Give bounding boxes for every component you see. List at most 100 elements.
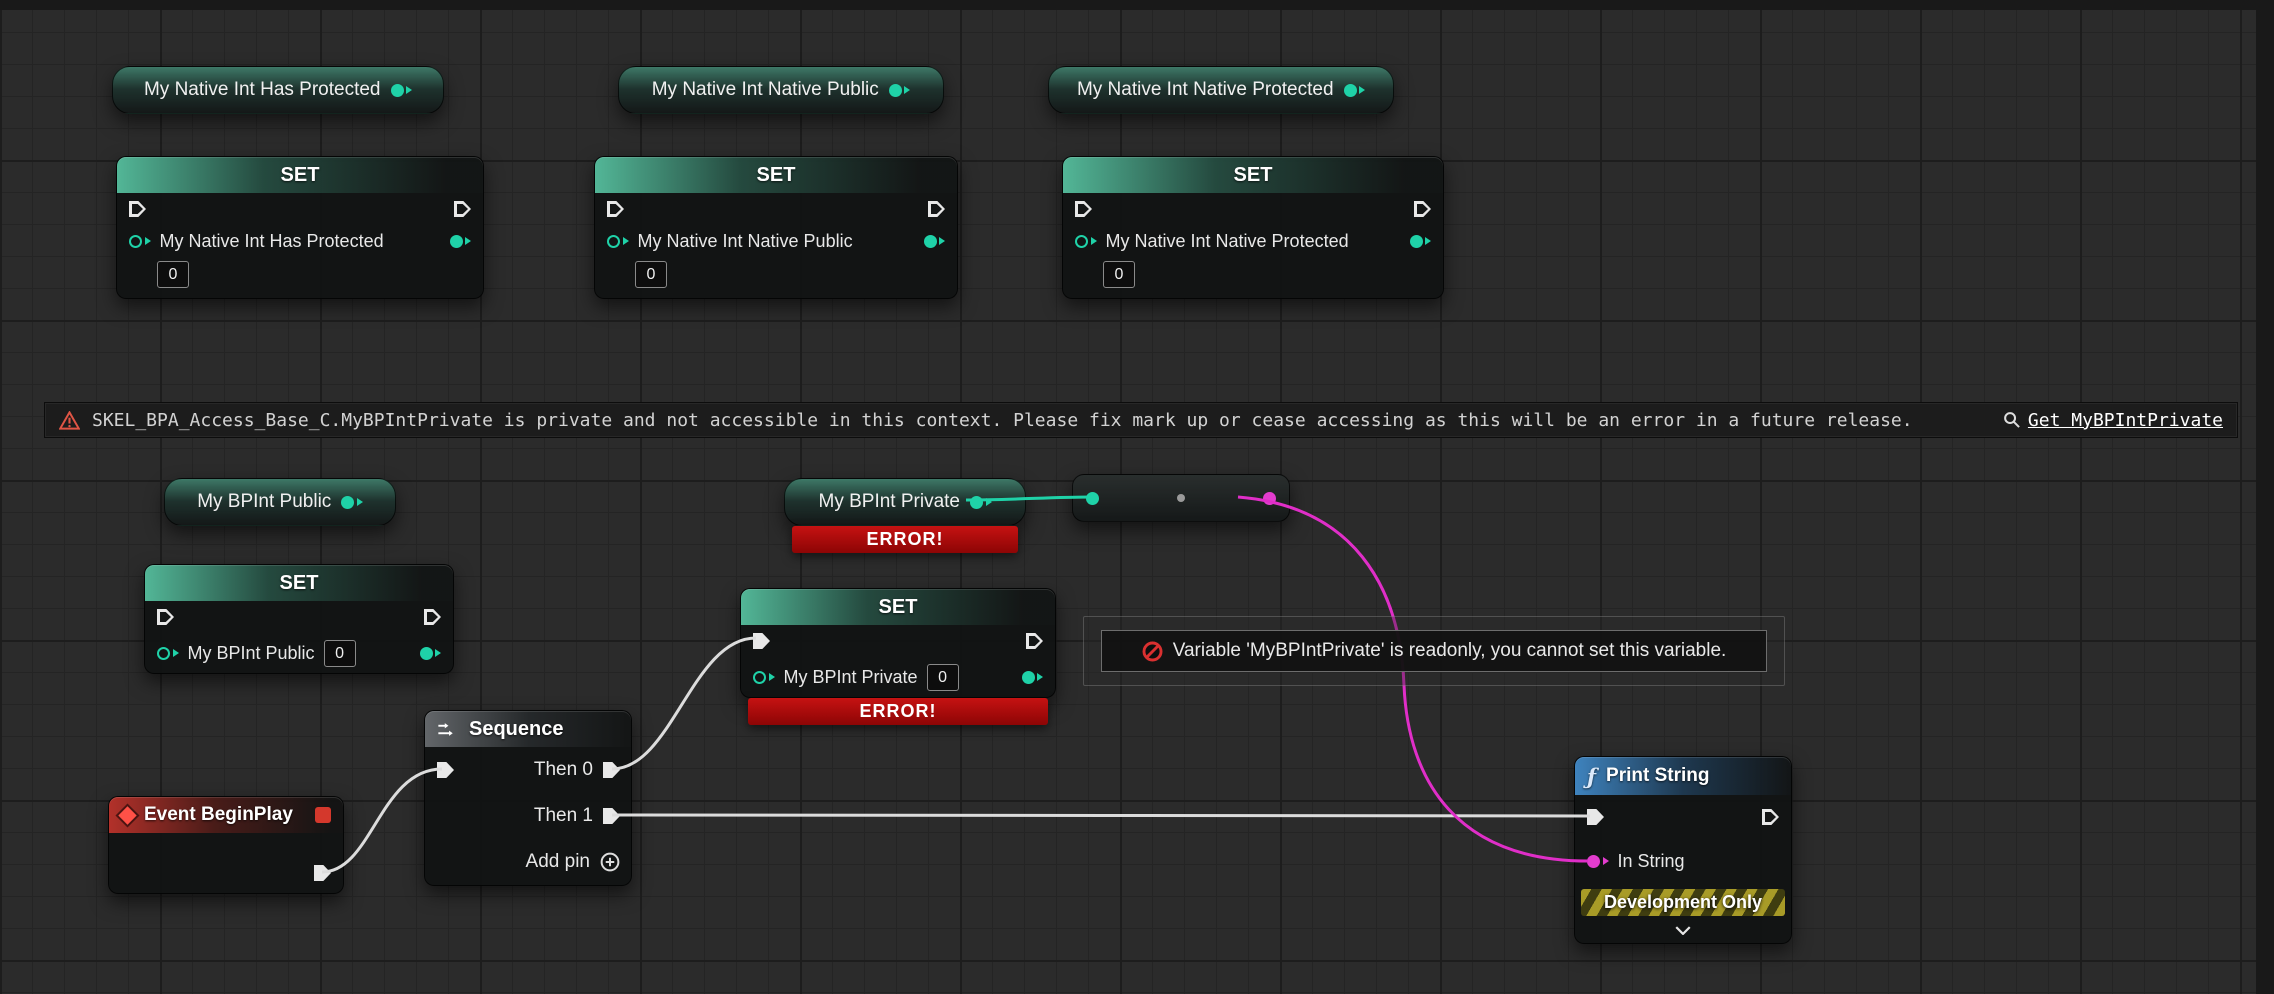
viewport-edge-top [0, 0, 2274, 10]
event-icon [118, 806, 136, 824]
int-input-pin[interactable] [157, 647, 179, 660]
variable-name-label: My Native Int Has Protected [160, 231, 384, 252]
exec-in-pin[interactable] [1587, 809, 1604, 825]
exec-out-pin[interactable] [1762, 809, 1779, 825]
sequence-icon [437, 722, 459, 737]
then1-exec-out-pin[interactable] [603, 808, 620, 824]
int-input-pin[interactable] [607, 235, 629, 248]
advanced-pin-dot [1177, 494, 1185, 502]
exec-out-pin[interactable] [424, 609, 441, 625]
node-header: SET [1063, 157, 1443, 193]
node-set-my-native-int-has-protected[interactable]: SET My Native Int Has Protected 0 [116, 156, 484, 299]
value-input[interactable]: 0 [1103, 261, 1135, 288]
exec-in-pin[interactable] [753, 633, 770, 649]
string-output-pin[interactable] [1263, 492, 1276, 505]
int-output-pin[interactable] [924, 235, 946, 248]
int-input-pin[interactable] [753, 671, 775, 684]
node-header: ƒ Print String [1575, 757, 1791, 795]
variable-get-label: My BPInt Private [819, 491, 961, 513]
node-header: Sequence [425, 711, 631, 747]
exec-in-pin[interactable] [1075, 201, 1092, 217]
string-input-pin[interactable] [1587, 855, 1609, 868]
variable-name-label: My BPInt Public [188, 643, 315, 664]
function-icon: ƒ [1587, 764, 1596, 789]
exec-out-pin[interactable] [314, 865, 331, 881]
exec-in-pin[interactable] [129, 201, 146, 217]
exec-out-pin[interactable] [454, 201, 471, 217]
wire-exec-then1-to-printstring[interactable] [612, 815, 1590, 816]
development-only-banner: Development Only [1581, 889, 1785, 916]
node-set-my-native-int-native-protected[interactable]: SET My Native Int Native Protected 0 [1062, 156, 1444, 299]
value-input[interactable]: 0 [157, 261, 189, 288]
then0-label: Then 0 [534, 759, 593, 781]
variable-get-label: My Native Int Has Protected [144, 79, 381, 101]
value-input[interactable]: 0 [635, 261, 667, 288]
int-output-pin[interactable] [970, 496, 992, 509]
warning-triangle-icon [59, 411, 80, 430]
exec-out-pin[interactable] [928, 201, 945, 217]
search-icon [2003, 411, 2021, 429]
compiler-warning-bar: SKEL_BPA_Access_Base_C.MyBPIntPrivate is… [44, 402, 2238, 438]
node-event-beginplay[interactable]: Event BeginPlay [108, 796, 344, 894]
node-title: Sequence [469, 718, 563, 741]
exec-in-pin[interactable] [607, 201, 624, 217]
int-input-pin[interactable] [129, 235, 151, 248]
warning-message: SKEL_BPA_Access_Base_C.MyBPIntPrivate is… [92, 410, 1913, 431]
node-get-my-native-int-native-public[interactable]: My Native Int Native Public [618, 66, 944, 114]
readonly-tooltip: Variable 'MyBPIntPrivate' is readonly, y… [1083, 616, 1785, 686]
add-pin-label: Add pin [526, 851, 590, 873]
variable-get-label: My Native Int Native Public [652, 79, 879, 101]
chevron-down-icon [1675, 926, 1691, 935]
node-get-my-bpint-private[interactable]: My BPInt Private ERROR! [784, 478, 1026, 526]
node-get-my-native-int-native-protected[interactable]: My Native Int Native Protected [1048, 66, 1394, 114]
no-entry-icon [1142, 641, 1163, 662]
node-get-my-native-int-has-protected[interactable]: My Native Int Has Protected [112, 66, 444, 114]
int-output-pin[interactable] [889, 84, 911, 97]
node-flag-icon [315, 807, 331, 823]
value-input[interactable]: 0 [927, 664, 959, 691]
node-title: SET [280, 572, 319, 595]
int-output-pin[interactable] [391, 84, 413, 97]
int-input-pin[interactable] [1075, 235, 1097, 248]
variable-name-label: My BPInt Private [784, 667, 918, 688]
node-header: SET [741, 589, 1055, 625]
node-title: Event BeginPlay [144, 804, 293, 826]
exec-in-pin[interactable] [157, 609, 174, 625]
node-title: SET [1234, 164, 1273, 187]
int-input-pin[interactable] [1086, 492, 1099, 505]
node-set-my-bpint-public[interactable]: SET My BPInt Public 0 [144, 564, 454, 674]
then0-exec-out-pin[interactable] [603, 762, 620, 778]
node-header: SET [145, 565, 453, 601]
expand-advanced-button[interactable] [1575, 922, 1791, 943]
node-set-my-native-int-native-public[interactable]: SET My Native Int Native Public 0 [594, 156, 958, 299]
node-convert-int-to-string[interactable] [1072, 474, 1290, 522]
node-title: SET [757, 164, 796, 187]
then1-label: Then 1 [534, 805, 593, 827]
value-input[interactable]: 0 [324, 640, 356, 667]
wire-exec-then0-to-set-bpprivate[interactable] [612, 638, 756, 769]
add-pin-icon[interactable] [600, 852, 620, 872]
exec-out-pin[interactable] [1026, 633, 1043, 649]
node-set-my-bpint-private[interactable]: SET My BPInt Private 0 ERROR! [740, 588, 1056, 698]
exec-in-pin[interactable] [437, 762, 454, 778]
node-error-banner: ERROR! [748, 698, 1048, 725]
int-output-pin[interactable] [1410, 235, 1432, 248]
int-output-pin[interactable] [450, 235, 472, 248]
warning-action-link[interactable]: Get MyBPIntPrivate [2028, 410, 2223, 431]
in-string-label: In String [1618, 851, 1685, 872]
int-output-pin[interactable] [341, 496, 363, 509]
node-header: SET [117, 157, 483, 193]
node-print-string[interactable]: ƒ Print String In String Development Onl… [1574, 756, 1792, 944]
int-output-pin[interactable] [420, 647, 442, 660]
node-header: SET [595, 157, 957, 193]
int-output-pin[interactable] [1344, 84, 1366, 97]
variable-name-label: My Native Int Native Public [638, 231, 853, 252]
int-output-pin[interactable] [1022, 671, 1044, 684]
node-title: SET [879, 596, 918, 619]
exec-out-pin[interactable] [1414, 201, 1431, 217]
node-get-my-bpint-public[interactable]: My BPInt Public [164, 478, 396, 526]
node-header: Event BeginPlay [109, 797, 343, 833]
node-error-banner: ERROR! [792, 526, 1018, 553]
node-sequence[interactable]: Sequence Then 0 Then 1 Add pin [424, 710, 632, 886]
